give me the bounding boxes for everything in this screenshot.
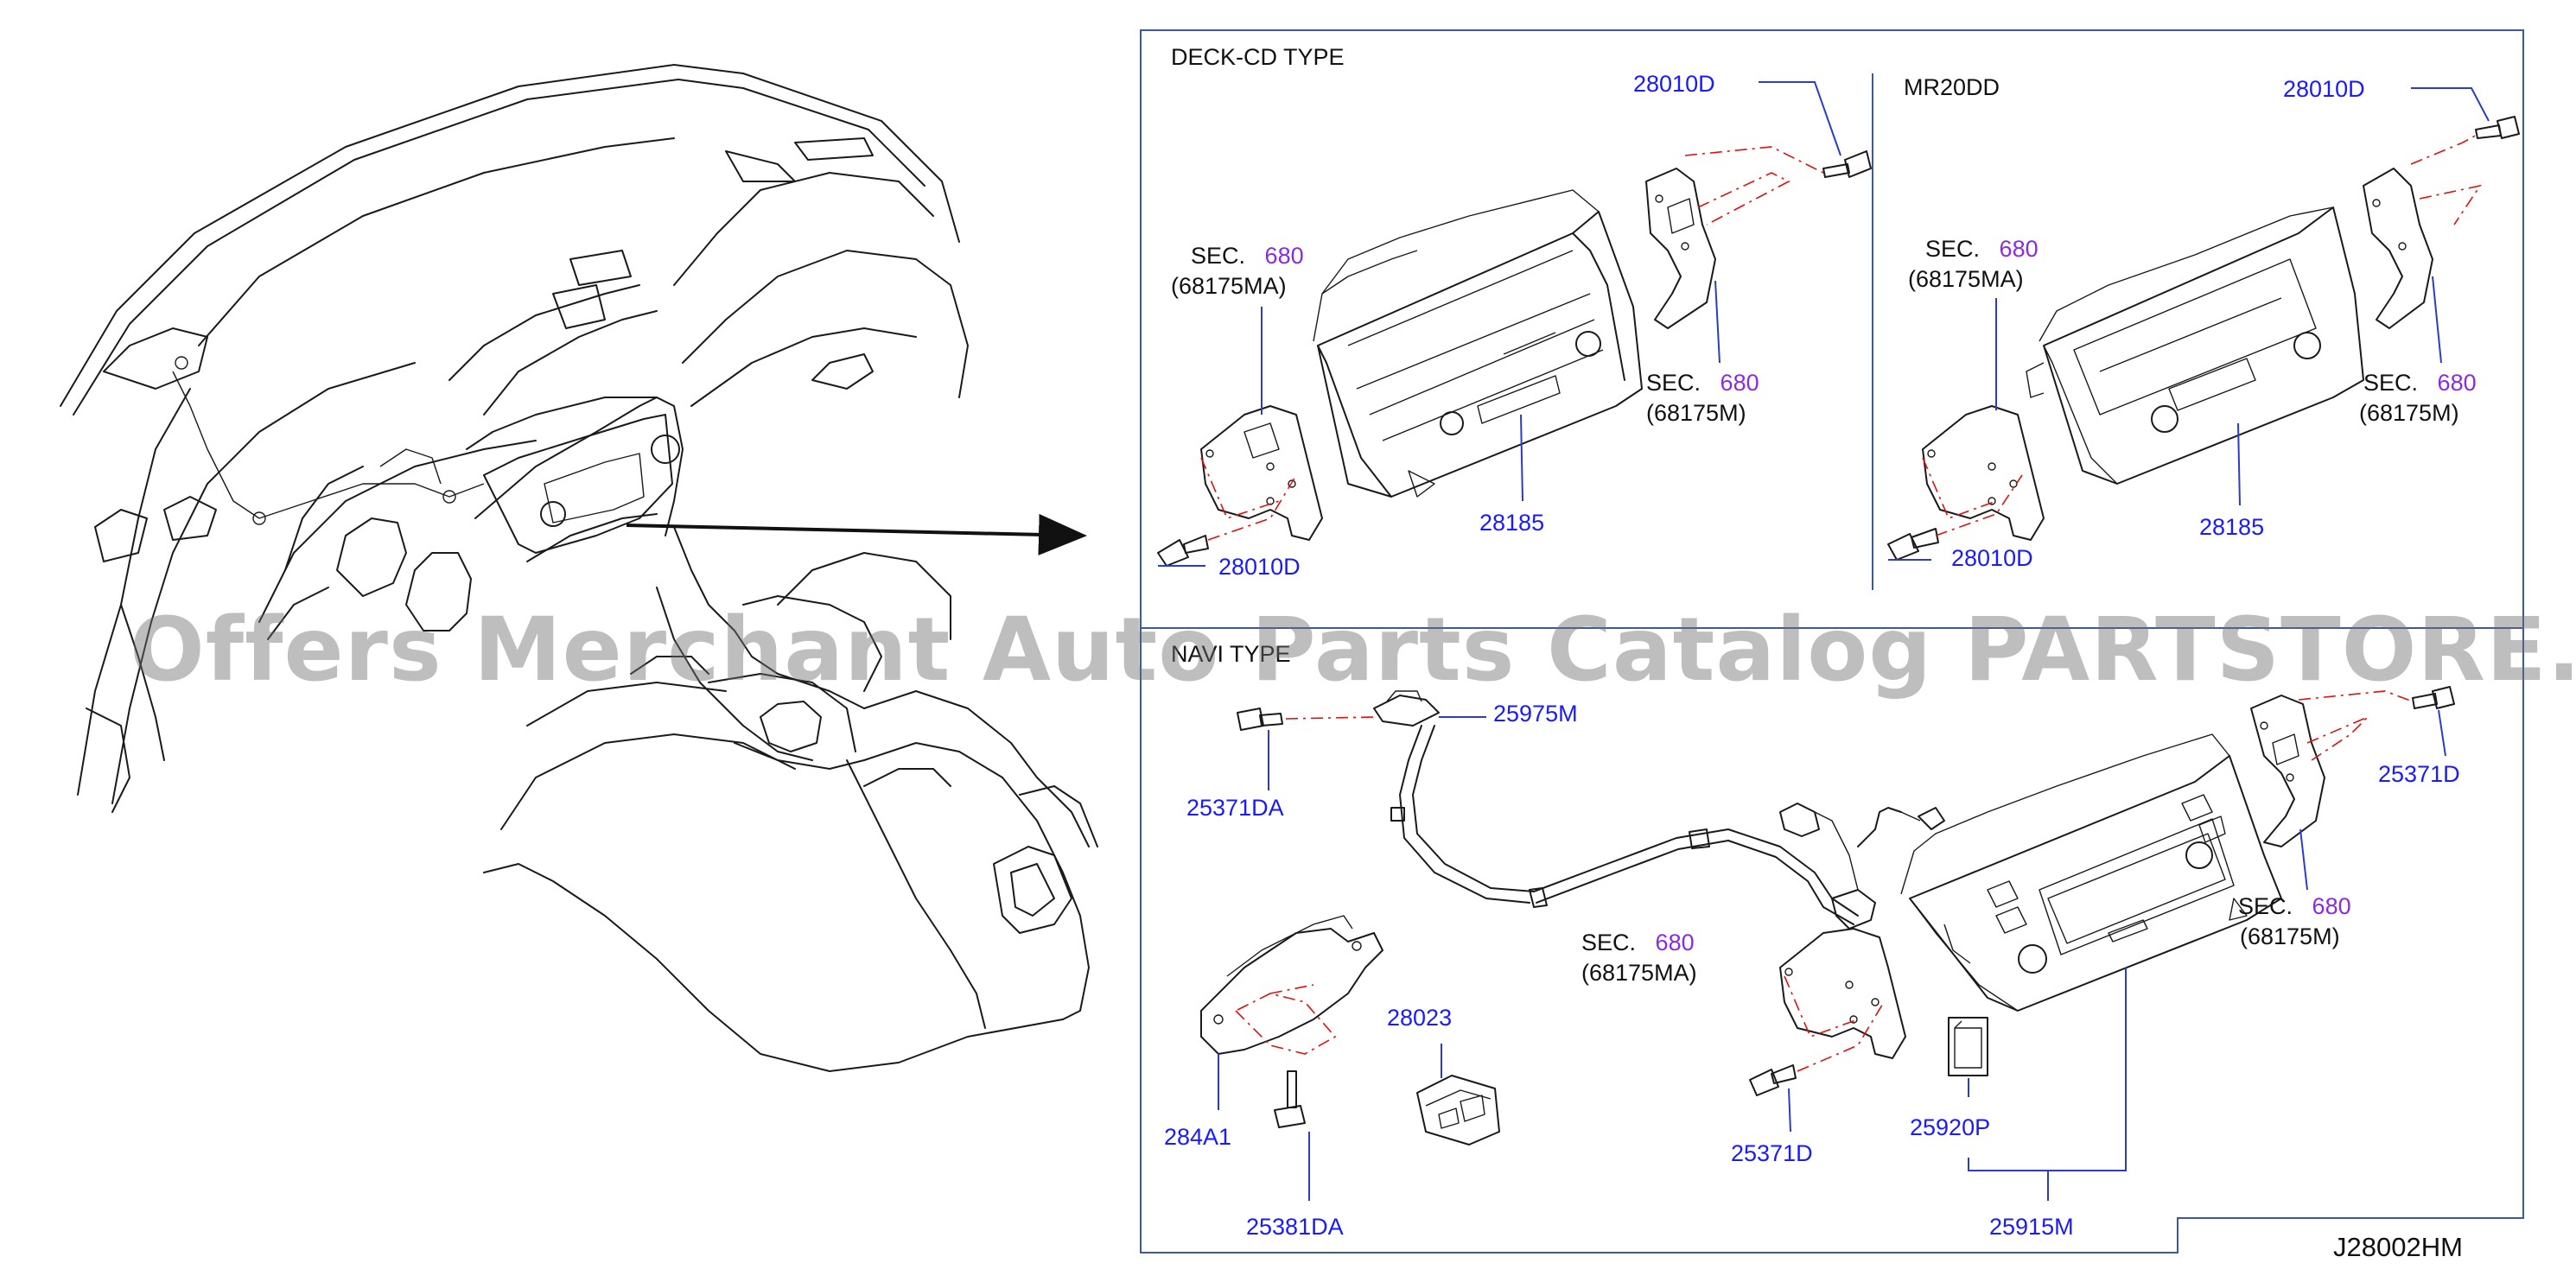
dashboard-illustration bbox=[60, 64, 1098, 1072]
navi-bolt-mid-label[interactable]: 25371D bbox=[1731, 1140, 1813, 1166]
navi-screw-left-label[interactable]: 25371DA bbox=[1186, 795, 1284, 821]
deck-cd-bolt-top-label[interactable]: 28010D bbox=[1633, 71, 1715, 97]
watermark-text: Offers Merchant Auto Parts Catalog PARTS… bbox=[130, 599, 2576, 701]
deck-cd-sec-left-code: (68175MA) bbox=[1171, 273, 1287, 299]
mr20dd-bolt-top-label[interactable]: 28010D bbox=[2283, 76, 2365, 102]
navi-bolt-right-label[interactable]: 25371D bbox=[2378, 761, 2460, 787]
navi-title: NAVI TYPE bbox=[1171, 641, 1291, 667]
navi-sd-card-label[interactable]: 25920P bbox=[1910, 1114, 1991, 1140]
mr20dd-title: MR20DD bbox=[1904, 74, 2000, 100]
pointer-arrow bbox=[626, 513, 1087, 555]
diagram-code: J28002HM bbox=[2333, 1232, 2463, 1262]
deck-cd-title: DECK-CD TYPE bbox=[1171, 44, 1345, 70]
mr20dd-artwork bbox=[1887, 87, 2520, 561]
deck-cd-sec-right-label[interactable]: SEC. 680 bbox=[1646, 370, 1759, 396]
mr20dd-sec-right-label[interactable]: SEC. 680 bbox=[2363, 370, 2477, 396]
navi-antenna-label[interactable]: 25975M bbox=[1493, 701, 1578, 727]
deck-cd-unit-label[interactable]: 28185 bbox=[1479, 510, 1545, 536]
navi-screw-module-label[interactable]: 25381DA bbox=[1246, 1214, 1344, 1240]
navi-artwork bbox=[1200, 686, 2455, 1201]
mr20dd-sec-left-label[interactable]: SEC. 680 bbox=[1925, 236, 2039, 262]
deck-cd-bolt-bottom-label[interactable]: 28010D bbox=[1218, 554, 1301, 580]
mr20dd-sec-right-code: (68175M) bbox=[2359, 400, 2459, 426]
navi-module-label[interactable]: 284A1 bbox=[1164, 1124, 1232, 1150]
mr20dd-unit-label[interactable]: 28185 bbox=[2199, 514, 2265, 540]
deck-cd-sec-right-code: (68175M) bbox=[1646, 400, 1746, 426]
navi-sec-mid-code: (68175MA) bbox=[1581, 960, 1697, 986]
mr20dd-bolt-bottom-label[interactable]: 28010D bbox=[1951, 545, 2033, 571]
navi-sec-mid-label[interactable]: SEC. 680 bbox=[1581, 930, 1695, 955]
mr20dd-sec-left-code: (68175MA) bbox=[1908, 266, 2024, 292]
navi-sec-right-code: (68175M) bbox=[2240, 923, 2340, 949]
navi-unit-assy-label[interactable]: 25915M bbox=[1989, 1214, 2074, 1240]
panel-frames bbox=[1140, 29, 2524, 1253]
deck-cd-artwork bbox=[1157, 81, 1872, 567]
deck-cd-sec-left-label[interactable]: SEC. 680 bbox=[1191, 243, 1304, 269]
navi-usb-label[interactable]: 28023 bbox=[1387, 1005, 1453, 1031]
navi-sec-right-label[interactable]: SEC. 680 bbox=[2238, 893, 2351, 919]
